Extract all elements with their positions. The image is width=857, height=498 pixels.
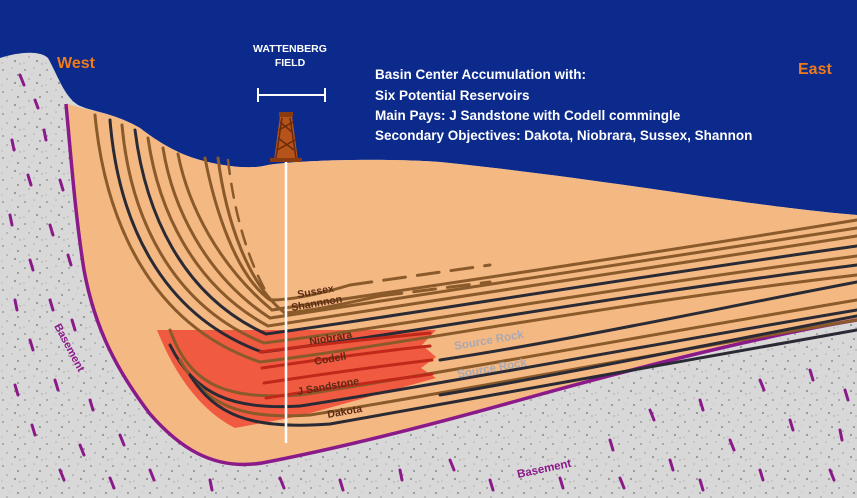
stratum-line-4 bbox=[133, 128, 857, 336]
source-upper-dark bbox=[438, 280, 857, 362]
shannon-dashed bbox=[378, 280, 492, 298]
dakota-line bbox=[188, 328, 857, 427]
east-label: East bbox=[798, 61, 832, 78]
codell-line bbox=[168, 308, 857, 409]
strata bbox=[93, 113, 857, 427]
stratum-line-7 bbox=[176, 152, 857, 312]
description-line-2: Six Potential Reservoirs bbox=[375, 88, 530, 103]
stratum-line-3 bbox=[120, 123, 857, 345]
codell-label: Codell bbox=[313, 351, 347, 368]
stratum-line-6 bbox=[161, 146, 857, 320]
field-name: WATTENBERG bbox=[253, 43, 327, 55]
description-line-3: Main Pays: J Sandstone with Codell commi… bbox=[375, 108, 681, 123]
dashed-upper bbox=[226, 158, 267, 292]
description-line-1: Basin Center Accumulation with: bbox=[375, 67, 586, 82]
stratum-line-5 bbox=[146, 136, 857, 328]
red-line-a bbox=[258, 331, 432, 354]
source-lower-dark bbox=[438, 314, 857, 397]
description-block: Basin Center Accumulation with: Six Pote… bbox=[375, 67, 752, 143]
west-label: West bbox=[57, 55, 96, 72]
sussex-dashed bbox=[348, 263, 492, 287]
derrick-icon bbox=[270, 112, 302, 162]
red-line-d bbox=[264, 372, 434, 400]
description-line-4: Secondary Objectives: Dakota, Niobrara, … bbox=[375, 128, 752, 143]
field-suffix: FIELD bbox=[275, 57, 306, 69]
field-bracket bbox=[257, 88, 326, 102]
sussex-line bbox=[203, 156, 352, 302]
shannon-line bbox=[216, 156, 382, 315]
stratum-line-1 bbox=[93, 113, 857, 364]
basement-marks bbox=[8, 73, 850, 492]
red-line-c bbox=[262, 358, 434, 385]
